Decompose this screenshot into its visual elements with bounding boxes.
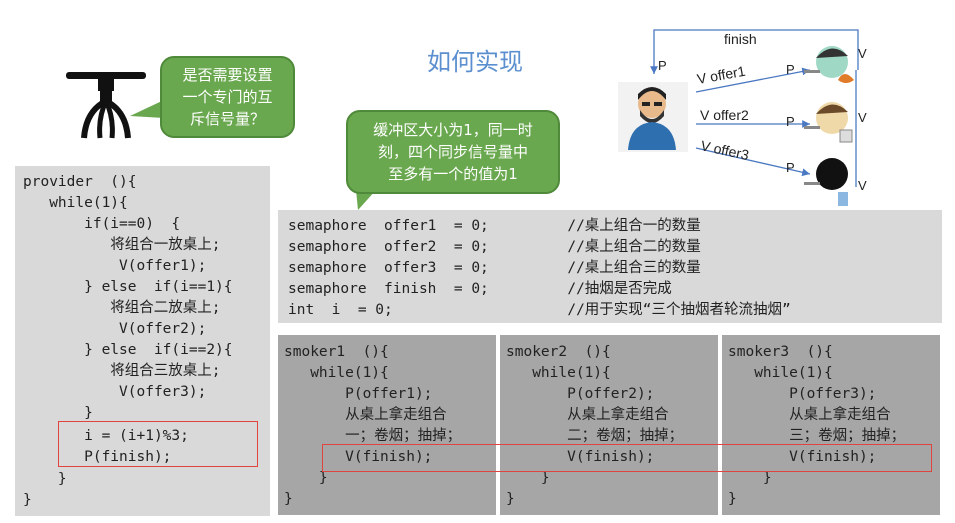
code-line: P(offer2); [506, 386, 655, 402]
code-line: smoker1 (){ [284, 344, 389, 360]
code-line: provider (){ [23, 174, 137, 190]
code-line: while(1){ [506, 365, 611, 381]
bubble-mutex-question: 是否需要设置 一个专门的互 斥信号量？ [160, 56, 295, 138]
code-line: 将组合二放桌上; [23, 300, 221, 316]
code-line: 二；卷烟；抽掉； [506, 428, 684, 444]
declaration-line: semaphore offer2 = 0; //桌上组合二的数量 [288, 239, 701, 255]
bubble-left-tail [130, 100, 164, 118]
code-line: V(finish); [506, 449, 655, 465]
code-line: V(finish); [284, 449, 433, 465]
code-line: } [506, 491, 515, 507]
code-line: V(finish); [728, 449, 877, 465]
code-line: } else if(i==1){ [23, 279, 233, 295]
code-line: while(1){ [23, 195, 128, 211]
arrow-label-offer2: V offer2 [700, 107, 749, 123]
bubble-text-line: 斥信号量？ [189, 110, 265, 128]
code-line: P(offer1); [284, 386, 433, 402]
code-line: while(1){ [284, 365, 389, 381]
code-line: 一；卷烟；抽掉； [284, 428, 462, 444]
code-line: smoker3 (){ [728, 344, 833, 360]
process-diagram: finish P V offer1 V offer2 V offer3 P P … [618, 29, 867, 206]
arrow-label-offer3: V offer3 [699, 137, 750, 163]
code-line: P(offer3); [728, 386, 877, 402]
v-label-smoker3: V [858, 178, 867, 193]
p-label-smoker1: P [786, 62, 795, 77]
code-line: V(offer2); [23, 321, 207, 337]
glue-icon [838, 192, 848, 206]
v-label-smoker1: V [858, 46, 867, 61]
bubble-buffer-note: 缓冲区大小为1，同一时 刻，四个同步信号量中 至多有一个的值为1 [346, 110, 560, 194]
offer1-arrow [695, 67, 811, 93]
code-line: V(offer1); [23, 258, 207, 274]
provider-person-icon [618, 82, 688, 152]
bubble-text-line: 是否需要设置 [182, 66, 273, 84]
v-label-smoker2: V [858, 110, 867, 125]
bubble-text-line: 一个专门的互 [182, 88, 273, 106]
code-line: smoker2 (){ [506, 344, 611, 360]
p-label-smoker2: P [786, 114, 795, 129]
declarations-panel: semaphore offer1 = 0; //桌上组合一的数量 semapho… [278, 210, 942, 323]
slide-title: 如何实现 [427, 48, 523, 76]
bubble-text-line: 至多有一个的值为1 [388, 165, 518, 183]
smoker3-icon [804, 158, 848, 206]
code-line: P(finish); [23, 449, 172, 465]
smoker2-icon [804, 102, 853, 143]
code-line: } [23, 492, 32, 508]
code-line: } [728, 491, 737, 507]
fire-icon [838, 74, 854, 83]
declaration-line: semaphore finish = 0; //抽烟是否完成 [288, 281, 672, 297]
code-line: } else if(i==2){ [23, 342, 233, 358]
code-line: 从桌上拿走组合 [506, 407, 669, 423]
code-line: V(offer3); [23, 384, 207, 400]
declaration-line: semaphore offer3 = 0; //桌上组合三的数量 [288, 260, 701, 276]
code-line: 从桌上拿走组合 [728, 407, 891, 423]
provider-highlight-box [58, 421, 258, 467]
smoker1-code-panel: smoker1 (){ while(1){ P(offer1); 从桌上拿走组合… [278, 335, 496, 515]
code-line: } [23, 405, 93, 421]
code-line: 三；卷烟；抽掉； [728, 428, 906, 444]
smoker3-code-panel: smoker3 (){ while(1){ P(offer3); 从桌上拿走组合… [722, 335, 940, 515]
code-line: } [284, 491, 293, 507]
code-line: } [284, 470, 328, 486]
bubble-mid-tail [356, 190, 376, 210]
code-line: i = (i+1)%3; [23, 428, 189, 444]
table-icon [66, 72, 146, 139]
p-label-smoker3: P [786, 160, 795, 175]
code-line: 从桌上拿走组合 [284, 407, 447, 423]
finish-arrow [650, 29, 859, 74]
p-label: P [658, 58, 667, 73]
smoker1-icon [804, 46, 854, 83]
code-line: 将组合三放桌上; [23, 363, 221, 379]
provider-code-panel: provider (){ while(1){ if(i==0) { 将组合一放桌… [15, 166, 270, 516]
bubble-text-line: 缓冲区大小为1，同一时 [373, 121, 533, 139]
code-line: if(i==0) { [23, 216, 181, 232]
code-line: while(1){ [728, 365, 833, 381]
bubble-text-line: 刻，四个同步信号量中 [377, 143, 528, 161]
code-line: 将组合一放桌上; [23, 237, 221, 253]
paper-icon [839, 129, 853, 143]
code-line: } [728, 470, 772, 486]
finish-label: finish [724, 31, 757, 47]
code-line: } [506, 470, 550, 486]
smoker2-code-panel: smoker2 (){ while(1){ P(offer2); 从桌上拿走组合… [500, 335, 718, 515]
code-line: } [23, 471, 67, 487]
declaration-line: semaphore offer1 = 0; //桌上组合一的数量 [288, 218, 701, 234]
offer3-arrow [695, 147, 811, 177]
smokers-highlight-box [322, 444, 932, 472]
declaration-line: int i = 0; //用于实现“三个抽烟者轮流抽烟” [288, 302, 791, 318]
